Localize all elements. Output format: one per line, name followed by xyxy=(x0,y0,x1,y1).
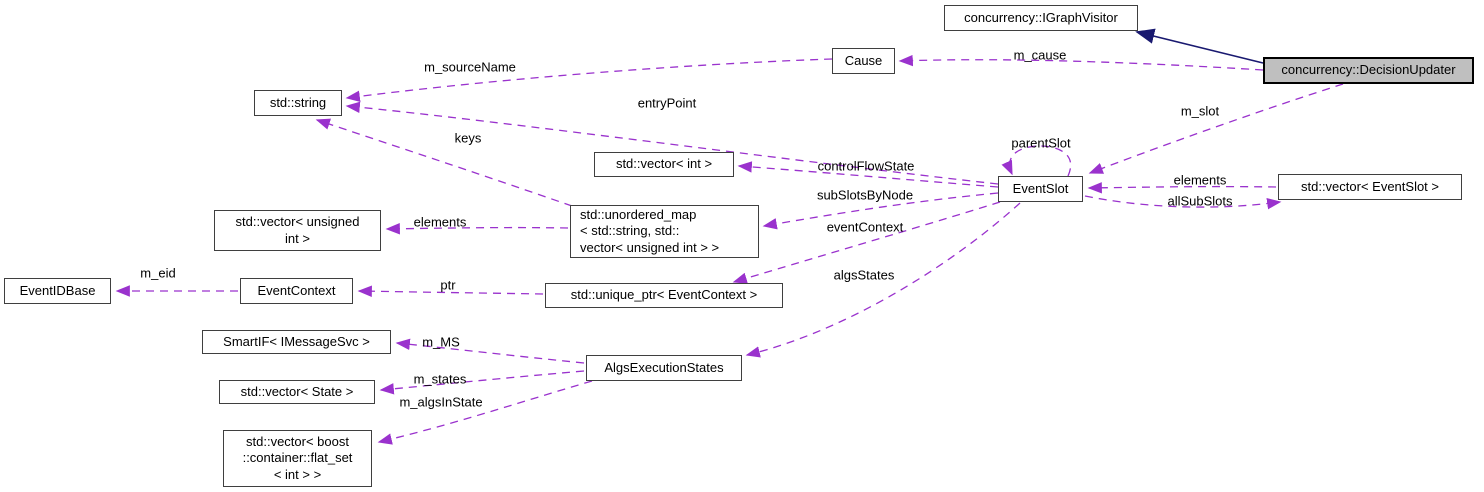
edge-label-m-slot: m_slot xyxy=(1180,103,1220,119)
edge-label-m-algsinstate: m_algsInState xyxy=(399,394,483,410)
edge-label-elements-uint: elements xyxy=(413,214,467,230)
edge-label-m-sourcename: m_sourceName xyxy=(424,59,516,75)
node-std-string[interactable]: std::string xyxy=(254,90,342,116)
edge-inheritance-igraphvisitor xyxy=(1135,28,1264,64)
edge-label-m-eid: m_eid xyxy=(140,265,176,281)
edge-label-m-states: m_states xyxy=(413,371,467,387)
node-std-unordered-map[interactable]: std::unordered_map < std::string, std:: … xyxy=(570,205,759,258)
node-eventidbase[interactable]: EventIDBase xyxy=(4,278,111,304)
edge-m-algsinstate xyxy=(377,380,593,445)
edge-m-states xyxy=(379,370,585,395)
edge-label-ptr: ptr xyxy=(440,277,456,293)
edge-m-sourcename xyxy=(345,58,833,103)
edge-label-allsubslots: allSubSlots xyxy=(1167,193,1233,209)
node-std-vector-unsigned-int[interactable]: std::vector< unsigned int > xyxy=(214,210,381,251)
edge-label-parentslot: parentSlot xyxy=(1011,135,1071,151)
edge-label-elements-slot: elements xyxy=(1173,172,1227,188)
edge-label-controlflowstate: controlFlowState xyxy=(817,158,915,174)
edge-label-m-cause: m_cause xyxy=(1013,47,1067,63)
node-std-vector-state[interactable]: std::vector< State > xyxy=(219,380,375,404)
edge-label-subslotsbynode: subSlotsByNode xyxy=(816,187,914,203)
edge-m-slot xyxy=(1088,83,1344,174)
node-std-vector-eventslot[interactable]: std::vector< EventSlot > xyxy=(1278,174,1462,200)
edge-parentslot xyxy=(1001,145,1072,177)
edge-label-keys: keys xyxy=(454,130,482,146)
node-std-vector-int[interactable]: std::vector< int > xyxy=(594,152,734,177)
node-std-unique-ptr-eventcontext[interactable]: std::unique_ptr< EventContext > xyxy=(545,283,783,308)
node-smartif-imessagesvc[interactable]: SmartIF< IMessageSvc > xyxy=(202,330,391,354)
node-std-vector-boost-flat-set[interactable]: std::vector< boost ::container::flat_set… xyxy=(223,430,372,487)
node-eventslot[interactable]: EventSlot xyxy=(998,176,1083,202)
node-eventcontext[interactable]: EventContext xyxy=(240,278,353,304)
edge-label-m-ms: m_MS xyxy=(422,334,460,350)
node-concurrency-igraphvisitor[interactable]: concurrency::IGraphVisitor xyxy=(944,5,1138,31)
edge-label-algsstates: algsStates xyxy=(833,267,895,283)
node-concurrency-decisionupdater: concurrency::DecisionUpdater xyxy=(1263,57,1474,84)
edge-m-cause xyxy=(898,54,1264,71)
node-algsexecutionstates[interactable]: AlgsExecutionStates xyxy=(586,355,742,381)
edge-label-eventcontext: eventContext xyxy=(826,219,904,235)
edge-label-entrypoint: entryPoint xyxy=(637,95,697,111)
node-cause[interactable]: Cause xyxy=(832,48,895,74)
edge-keys xyxy=(315,118,573,207)
